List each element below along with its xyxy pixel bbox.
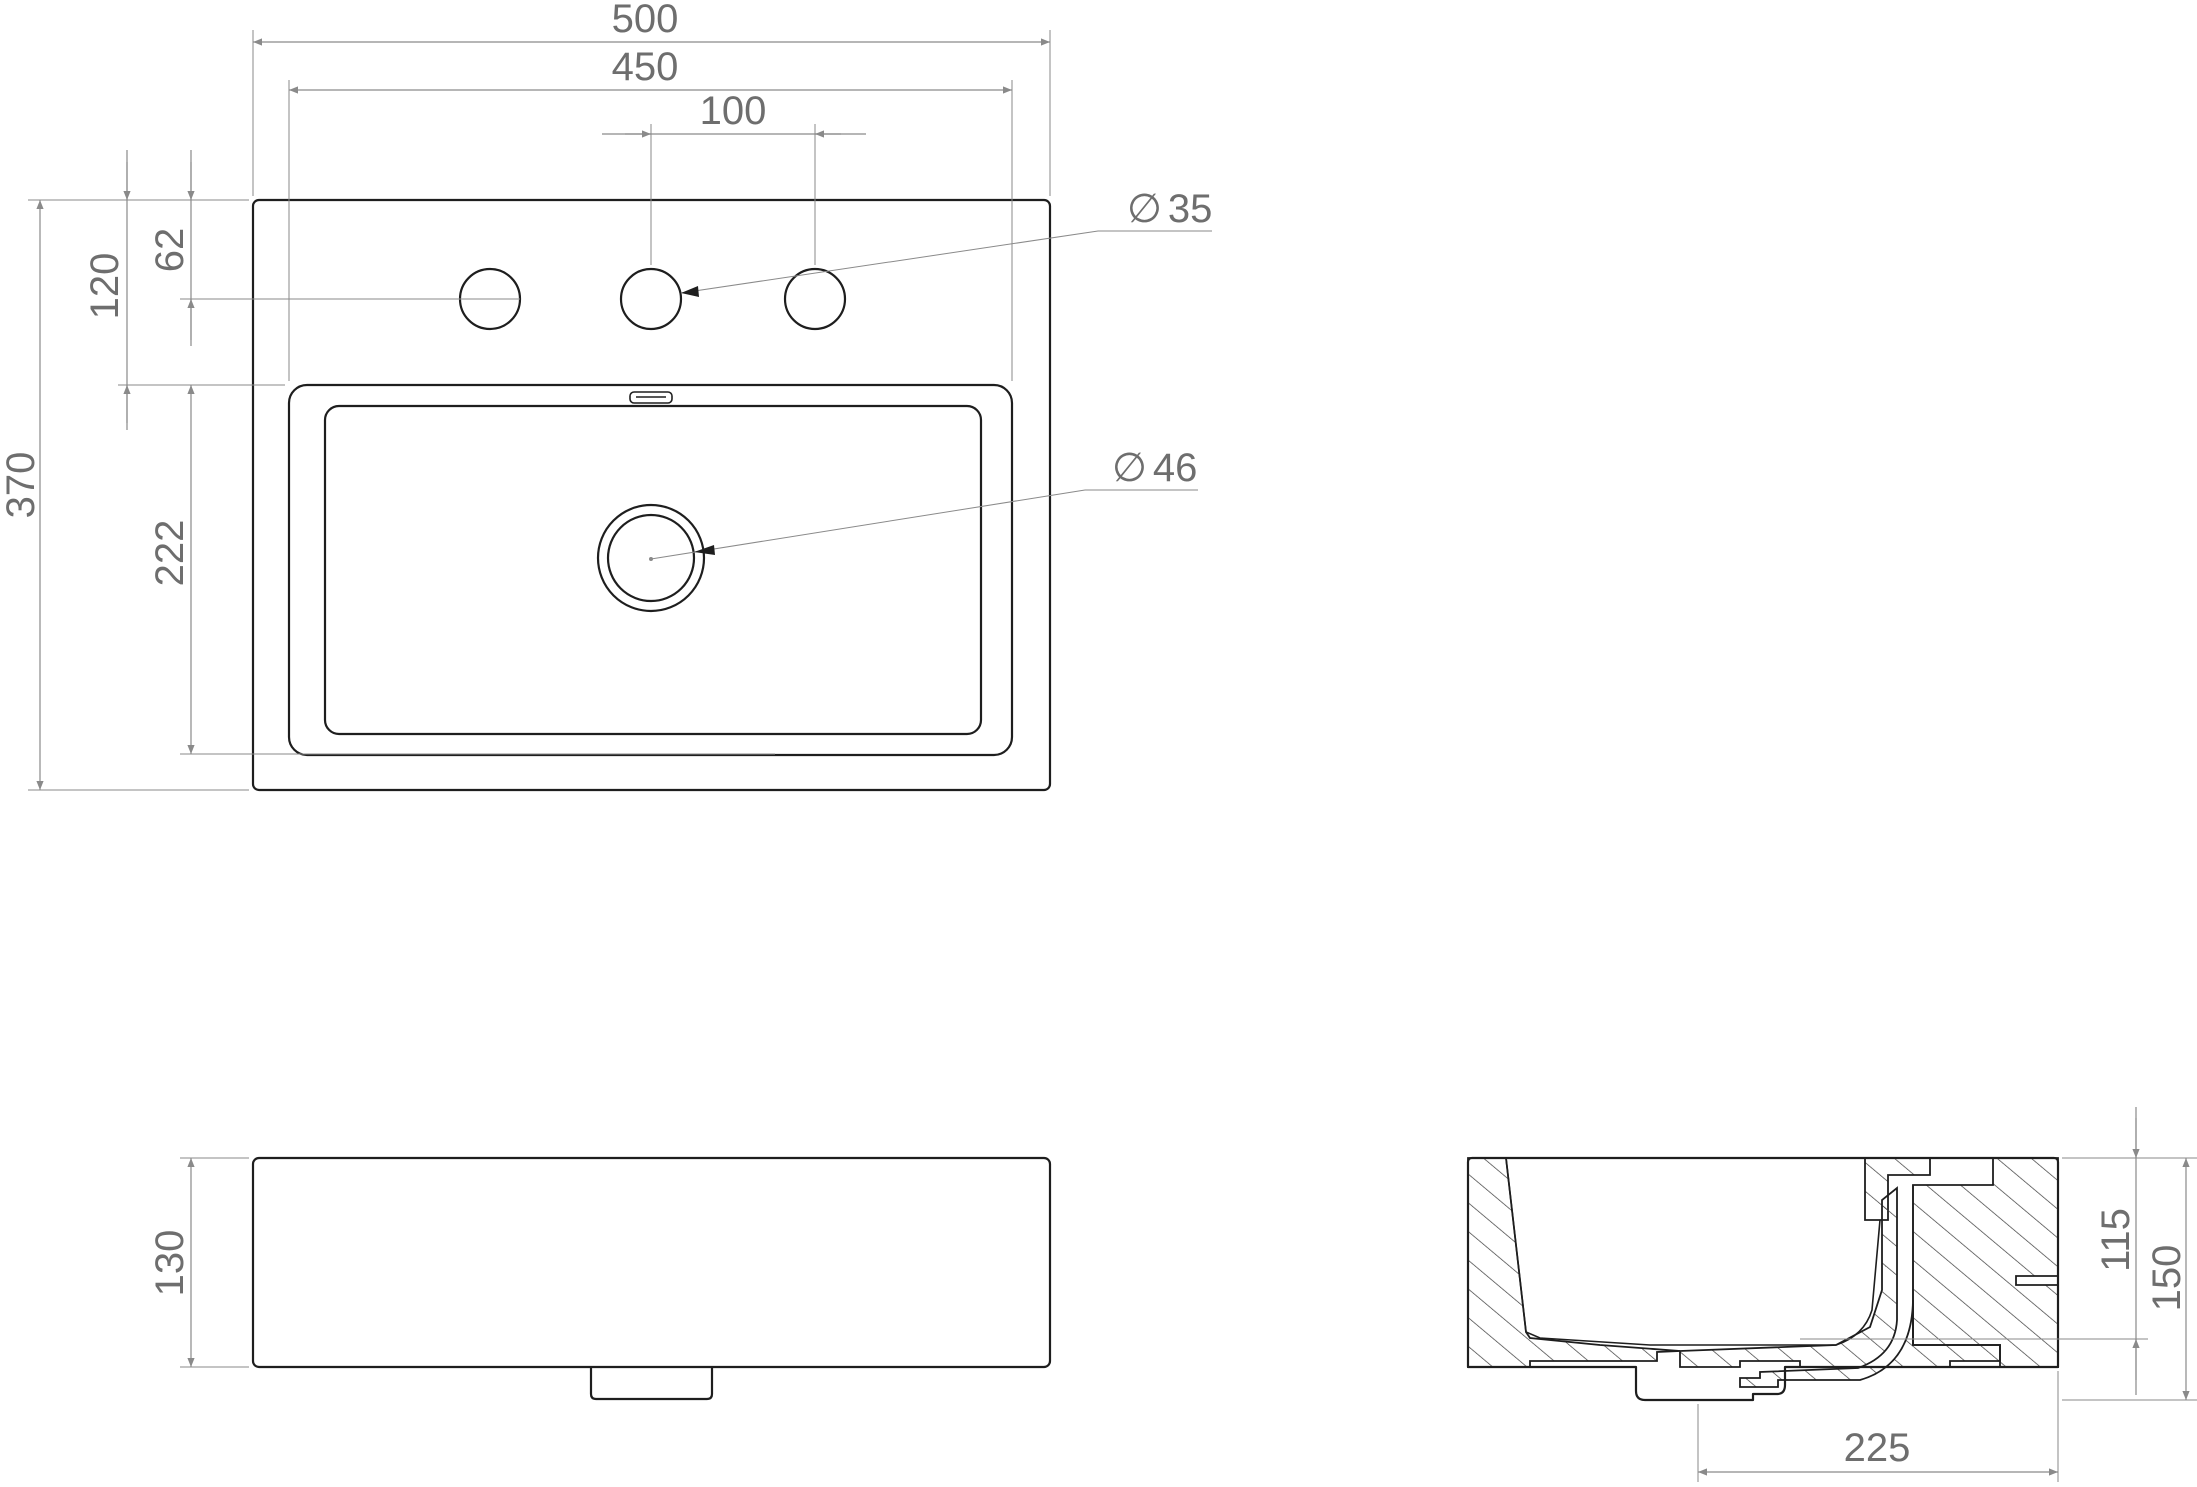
dim-label-tap-hole-diameter: ∅35 xyxy=(1127,186,1212,232)
waste-outlet-outer xyxy=(596,503,706,613)
section-view: 115 150 225 xyxy=(1466,1107,2197,1482)
front-view: 130 xyxy=(148,1156,1052,1401)
dim-label-222: 222 xyxy=(148,520,192,587)
leader-tap-hole xyxy=(680,230,1212,294)
waste-outlet-inner xyxy=(606,513,696,603)
dim-label-150: 150 xyxy=(2145,1245,2189,1312)
front-body xyxy=(251,1156,1052,1369)
dim-label-370: 370 xyxy=(0,452,43,519)
section-left-wall xyxy=(1467,1157,1681,1368)
tap-hole-center xyxy=(619,267,683,331)
overflow-slot xyxy=(629,391,673,404)
dim-label-115: 115 xyxy=(2094,1208,2138,1272)
dim-label-100: 100 xyxy=(700,89,767,133)
section-bowl-bottom xyxy=(1679,1186,2001,1388)
dim-label-120: 120 xyxy=(83,253,127,320)
dim-label-225: 225 xyxy=(1844,1426,1911,1470)
bowl-rim xyxy=(287,383,1014,757)
top-view: 500 450 100 ∅35 ∅46 370 xyxy=(0,0,1212,792)
leader-waste xyxy=(650,489,1086,560)
waste-fitting xyxy=(589,1367,714,1401)
bowl-inner xyxy=(323,404,983,736)
basin-outline xyxy=(251,198,1052,792)
dim-label-62: 62 xyxy=(148,228,192,273)
dim-label-450: 450 xyxy=(612,45,679,89)
dim-label-500: 500 xyxy=(612,0,679,41)
dim-label-130: 130 xyxy=(148,1230,192,1297)
dim-label-waste-diameter: ∅46 xyxy=(1112,445,1197,491)
tap-hole-right xyxy=(783,267,847,331)
bowl-interior-curve xyxy=(1505,1157,1881,1346)
section-outline xyxy=(1466,1156,2060,1402)
